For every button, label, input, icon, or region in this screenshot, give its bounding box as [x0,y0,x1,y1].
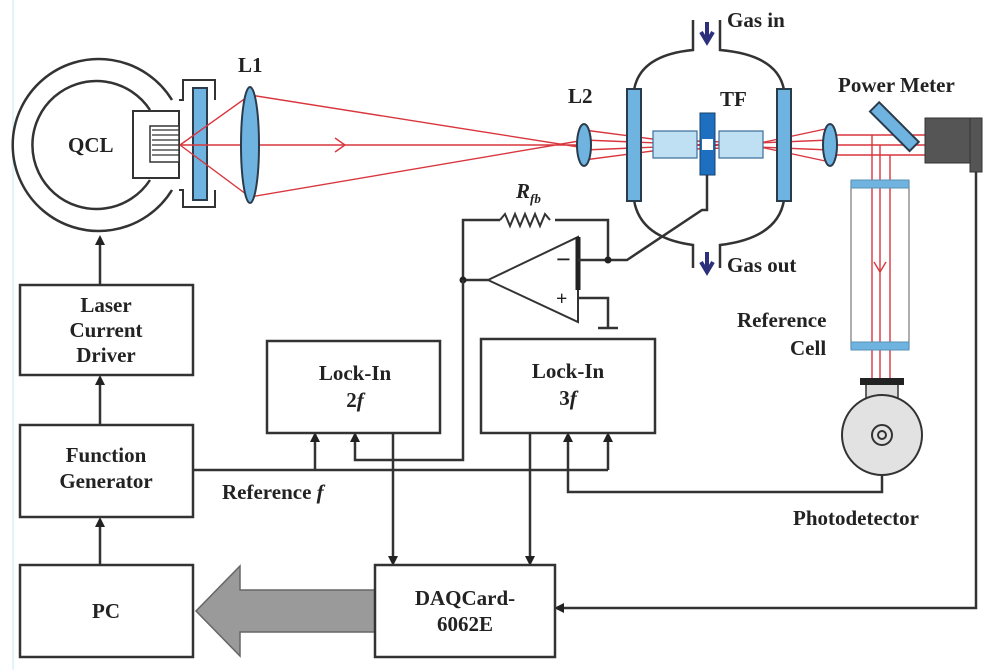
lens-l2 [576,123,592,167]
block-harmonic: 3f [559,386,579,410]
gas-out-arrow-icon [699,252,715,276]
laser-current-driver-block[interactable]: Laser Current Driver [18,283,195,377]
block-label: Laser [80,293,131,317]
gas-cell: Gas in Gas out TF [626,8,796,277]
reference-cell-label-1: Reference [737,308,826,332]
micro-resonator-left [652,130,698,159]
qcl-laser: QCL [11,57,216,233]
reference-cell-label-2: Cell [790,336,826,360]
daq-card-block[interactable]: DAQCard- 6062E [373,563,557,659]
block-label: Lock-In [532,359,605,383]
data-transfer-arrow-icon [194,564,376,658]
qcl-window [192,87,208,201]
block-label: Lock-In [319,361,392,385]
transimpedance-amplifier: − + Rfb [459,175,709,330]
tuning-fork-label: TF [720,87,747,111]
block-label: Function [66,443,147,467]
lens-l2-label: L2 [568,84,593,108]
gas-in-label: Gas in [727,8,785,32]
block-label: Generator [59,469,152,493]
block-label: PC [92,599,120,623]
pc-block[interactable]: PC [18,563,195,659]
lock-in-2f-block[interactable]: Lock-In 2f [265,339,442,435]
opamp-plus: + [556,288,567,310]
qcl-label: QCL [68,133,114,157]
lock-in-3f-block[interactable]: Lock-In 3f [479,337,657,435]
photodetector-label: Photodetector [793,506,919,530]
feedback-resistor-label: Rfb [515,179,541,206]
function-generator-block[interactable]: Function Generator [18,423,195,519]
block-label: Driver [76,343,135,367]
power-meter [924,117,972,164]
block-label: 6062E [437,612,493,636]
reference-cell [850,179,910,351]
opamp-minus: − [556,245,571,274]
lens-l1 [240,86,260,204]
cell-window-right [776,88,792,202]
block-harmonic: 2f [346,388,366,412]
beam-splitter [868,100,921,153]
cell-window-left [626,88,642,202]
signal-wiring [95,172,978,613]
gas-in-arrow-icon [699,22,715,46]
block-label: DAQCard- [415,586,515,610]
photodetector [841,378,923,476]
gas-out-label: Gas out [727,253,796,277]
feedback-resistor [499,211,551,229]
micro-resonator-right [718,130,764,159]
power-meter-label: Power Meter [838,73,955,97]
block-label: Current [69,318,142,342]
lens-l1-label: L1 [238,53,263,77]
lens-l3 [822,123,838,167]
reference-f-label: Reference f [222,480,326,504]
